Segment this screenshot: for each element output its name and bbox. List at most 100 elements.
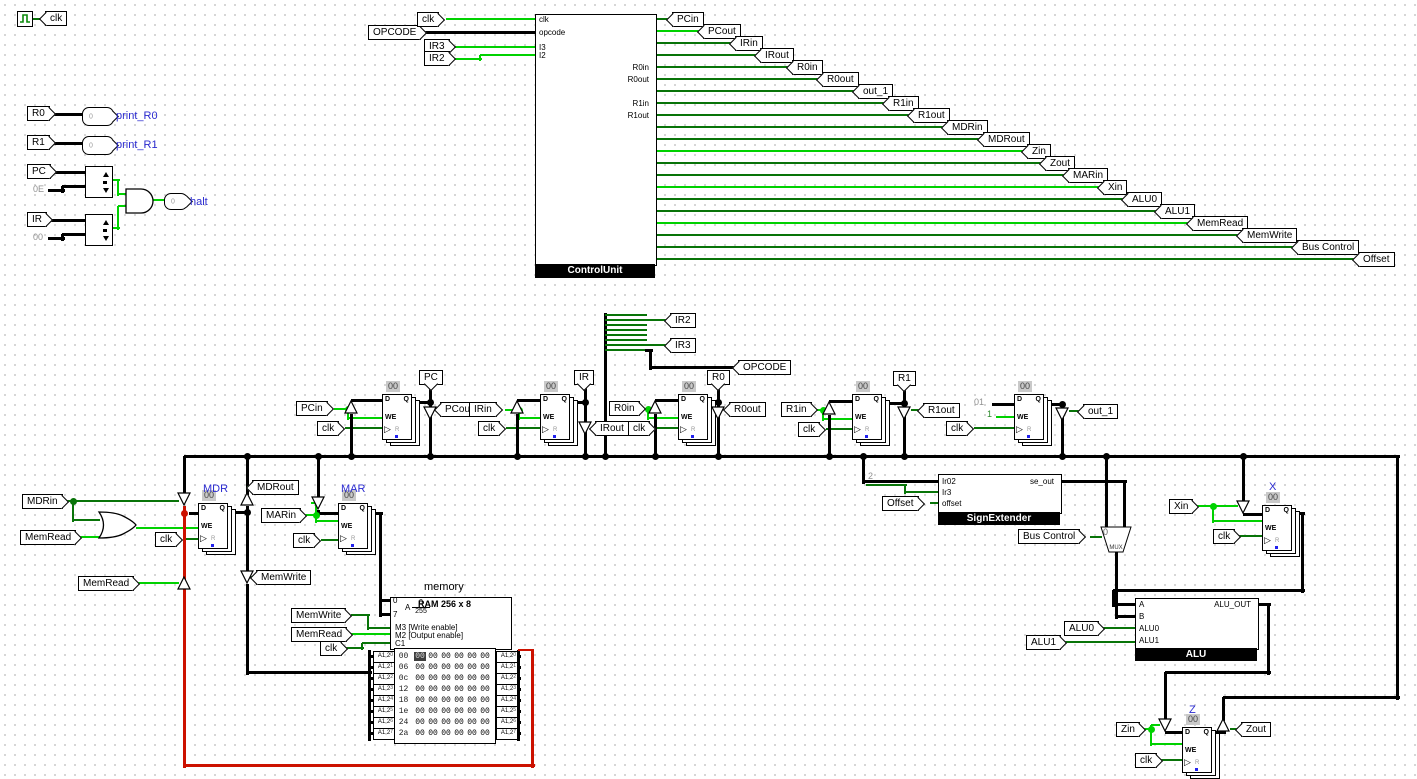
- tunnel-pc[interactable]: PC: [419, 370, 443, 385]
- tunnel-alu1[interactable]: ALU1: [1160, 204, 1196, 219]
- memory-cell[interactable]: 00: [415, 674, 425, 683]
- memory-cell[interactable]: 00: [480, 652, 490, 661]
- memory-cell[interactable]: 00: [467, 685, 477, 694]
- memory-cell[interactable]: 00: [480, 729, 490, 738]
- memory-cell[interactable]: 00: [428, 674, 438, 683]
- tunnel-zin[interactable]: Zin: [1116, 722, 1140, 737]
- memory-cell[interactable]: 00: [441, 729, 451, 738]
- output-pin-halt[interactable]: 0: [164, 193, 188, 210]
- memory-cell[interactable]: 00: [480, 718, 490, 727]
- tunnel-bus-control[interactable]: Bus Control: [1297, 240, 1360, 255]
- tristate-buffer[interactable]: [177, 492, 191, 507]
- memory-cell[interactable]: 00: [454, 663, 464, 672]
- tunnel-clk[interactable]: clk: [478, 421, 501, 436]
- memory-cell[interactable]: 00: [467, 729, 477, 738]
- tristate-buffer[interactable]: [711, 406, 725, 421]
- tunnel-r0out[interactable]: R0out: [729, 402, 766, 417]
- tunnel-irout[interactable]: IRout: [760, 48, 794, 63]
- memory-cell[interactable]: 00: [467, 674, 477, 683]
- constant-value[interactable]: 1: [987, 409, 993, 419]
- constant-value[interactable]: 01: [974, 397, 985, 407]
- tunnel-ir[interactable]: IR: [574, 370, 594, 385]
- memory-cell[interactable]: 00: [441, 718, 451, 727]
- memory-cell[interactable]: 00: [454, 718, 464, 727]
- tunnel-opcode[interactable]: OPCODE: [738, 360, 792, 375]
- tunnel-alu0[interactable]: ALU0: [1127, 192, 1163, 207]
- tunnel-out-1[interactable]: out_1: [858, 84, 894, 99]
- tristate-buffer[interactable]: [822, 400, 836, 415]
- tunnel-ir2[interactable]: IR2: [424, 51, 450, 66]
- tunnel-marin[interactable]: MARin: [1068, 168, 1109, 183]
- memory-cell[interactable]: 00: [454, 652, 464, 661]
- memory-cell[interactable]: 00: [415, 663, 425, 672]
- tunnel-r1in[interactable]: R1in: [888, 96, 919, 111]
- tunnel-zout[interactable]: Zout: [1241, 722, 1272, 737]
- memory-cell[interactable]: 00: [441, 674, 451, 683]
- tunnel-r0[interactable]: R0: [27, 106, 50, 121]
- tunnel-r0out[interactable]: R0out: [822, 72, 859, 87]
- tristate-buffer[interactable]: [240, 491, 254, 506]
- memory-cell[interactable]: 00: [415, 685, 425, 694]
- tunnel-clk[interactable]: clk: [293, 533, 316, 548]
- tunnel-memread[interactable]: MemRead: [1192, 216, 1249, 231]
- memory-cell[interactable]: 00: [428, 718, 438, 727]
- comparator[interactable]: [85, 214, 113, 246]
- memory-cell[interactable]: 00: [480, 685, 490, 694]
- tunnel-xin[interactable]: Xin: [1103, 180, 1128, 195]
- tunnel-r0[interactable]: R0: [707, 370, 730, 385]
- tunnel-pcout[interactable]: PCout: [703, 24, 741, 39]
- memory-cell[interactable]: 00: [428, 729, 438, 738]
- tristate-buffer[interactable]: [1236, 500, 1250, 515]
- tunnel-mdrout[interactable]: MDRout: [252, 480, 299, 495]
- tunnel-ir[interactable]: IR: [27, 212, 47, 227]
- memory-cell[interactable]: 00: [480, 663, 490, 672]
- tunnel-memread[interactable]: MemRead: [291, 627, 348, 642]
- memory-cell[interactable]: 00: [414, 652, 426, 661]
- memory-cell[interactable]: 00: [454, 696, 464, 705]
- memory-cell[interactable]: 00: [454, 674, 464, 683]
- comparator[interactable]: [85, 166, 113, 198]
- tunnel-xin[interactable]: Xin: [1169, 499, 1194, 514]
- mux[interactable]: MUX: [1100, 526, 1132, 553]
- memory-cell[interactable]: 00: [441, 663, 451, 672]
- tunnel-r1[interactable]: R1: [893, 371, 916, 386]
- tunnel-clk[interactable]: clk: [628, 421, 651, 436]
- tristate-buffer[interactable]: [423, 406, 437, 421]
- memory-cell[interactable]: 00: [454, 729, 464, 738]
- tunnel-alu0[interactable]: ALU0: [1064, 621, 1100, 636]
- tristate-buffer[interactable]: [510, 399, 524, 414]
- tunnel-clk[interactable]: clk: [155, 532, 178, 547]
- output-pin-print-r0[interactable]: 0: [82, 107, 114, 126]
- tunnel-clk[interactable]: clk: [45, 11, 68, 26]
- memory-cell[interactable]: 00: [467, 652, 477, 661]
- tristate-buffer[interactable]: [897, 406, 911, 421]
- memory-cell[interactable]: 00: [415, 696, 425, 705]
- tunnel-memwrite[interactable]: MemWrite: [256, 570, 312, 585]
- memory-cell[interactable]: 00: [467, 718, 477, 727]
- memory-cell[interactable]: 00: [428, 707, 438, 716]
- tunnel-r1out[interactable]: R1out: [913, 108, 950, 123]
- tunnel-memwrite[interactable]: MemWrite: [1242, 228, 1298, 243]
- tristate-buffer[interactable]: [1216, 717, 1230, 732]
- memory-cell[interactable]: 00: [415, 718, 425, 727]
- tunnel-ir2[interactable]: IR2: [670, 313, 696, 328]
- memory-cell[interactable]: 00: [441, 685, 451, 694]
- memory-cell[interactable]: 00: [428, 652, 438, 661]
- tunnel-clk[interactable]: clk: [946, 421, 969, 436]
- tristate-buffer[interactable]: [648, 399, 662, 414]
- tunnel-r1in[interactable]: R1in: [781, 402, 812, 417]
- tunnel-r0in[interactable]: R0in: [609, 401, 640, 416]
- clock-input[interactable]: [17, 11, 33, 27]
- memory-cell[interactable]: 00: [441, 707, 451, 716]
- memory-cell[interactable]: 00: [454, 685, 464, 694]
- tristate-buffer[interactable]: [1055, 407, 1069, 422]
